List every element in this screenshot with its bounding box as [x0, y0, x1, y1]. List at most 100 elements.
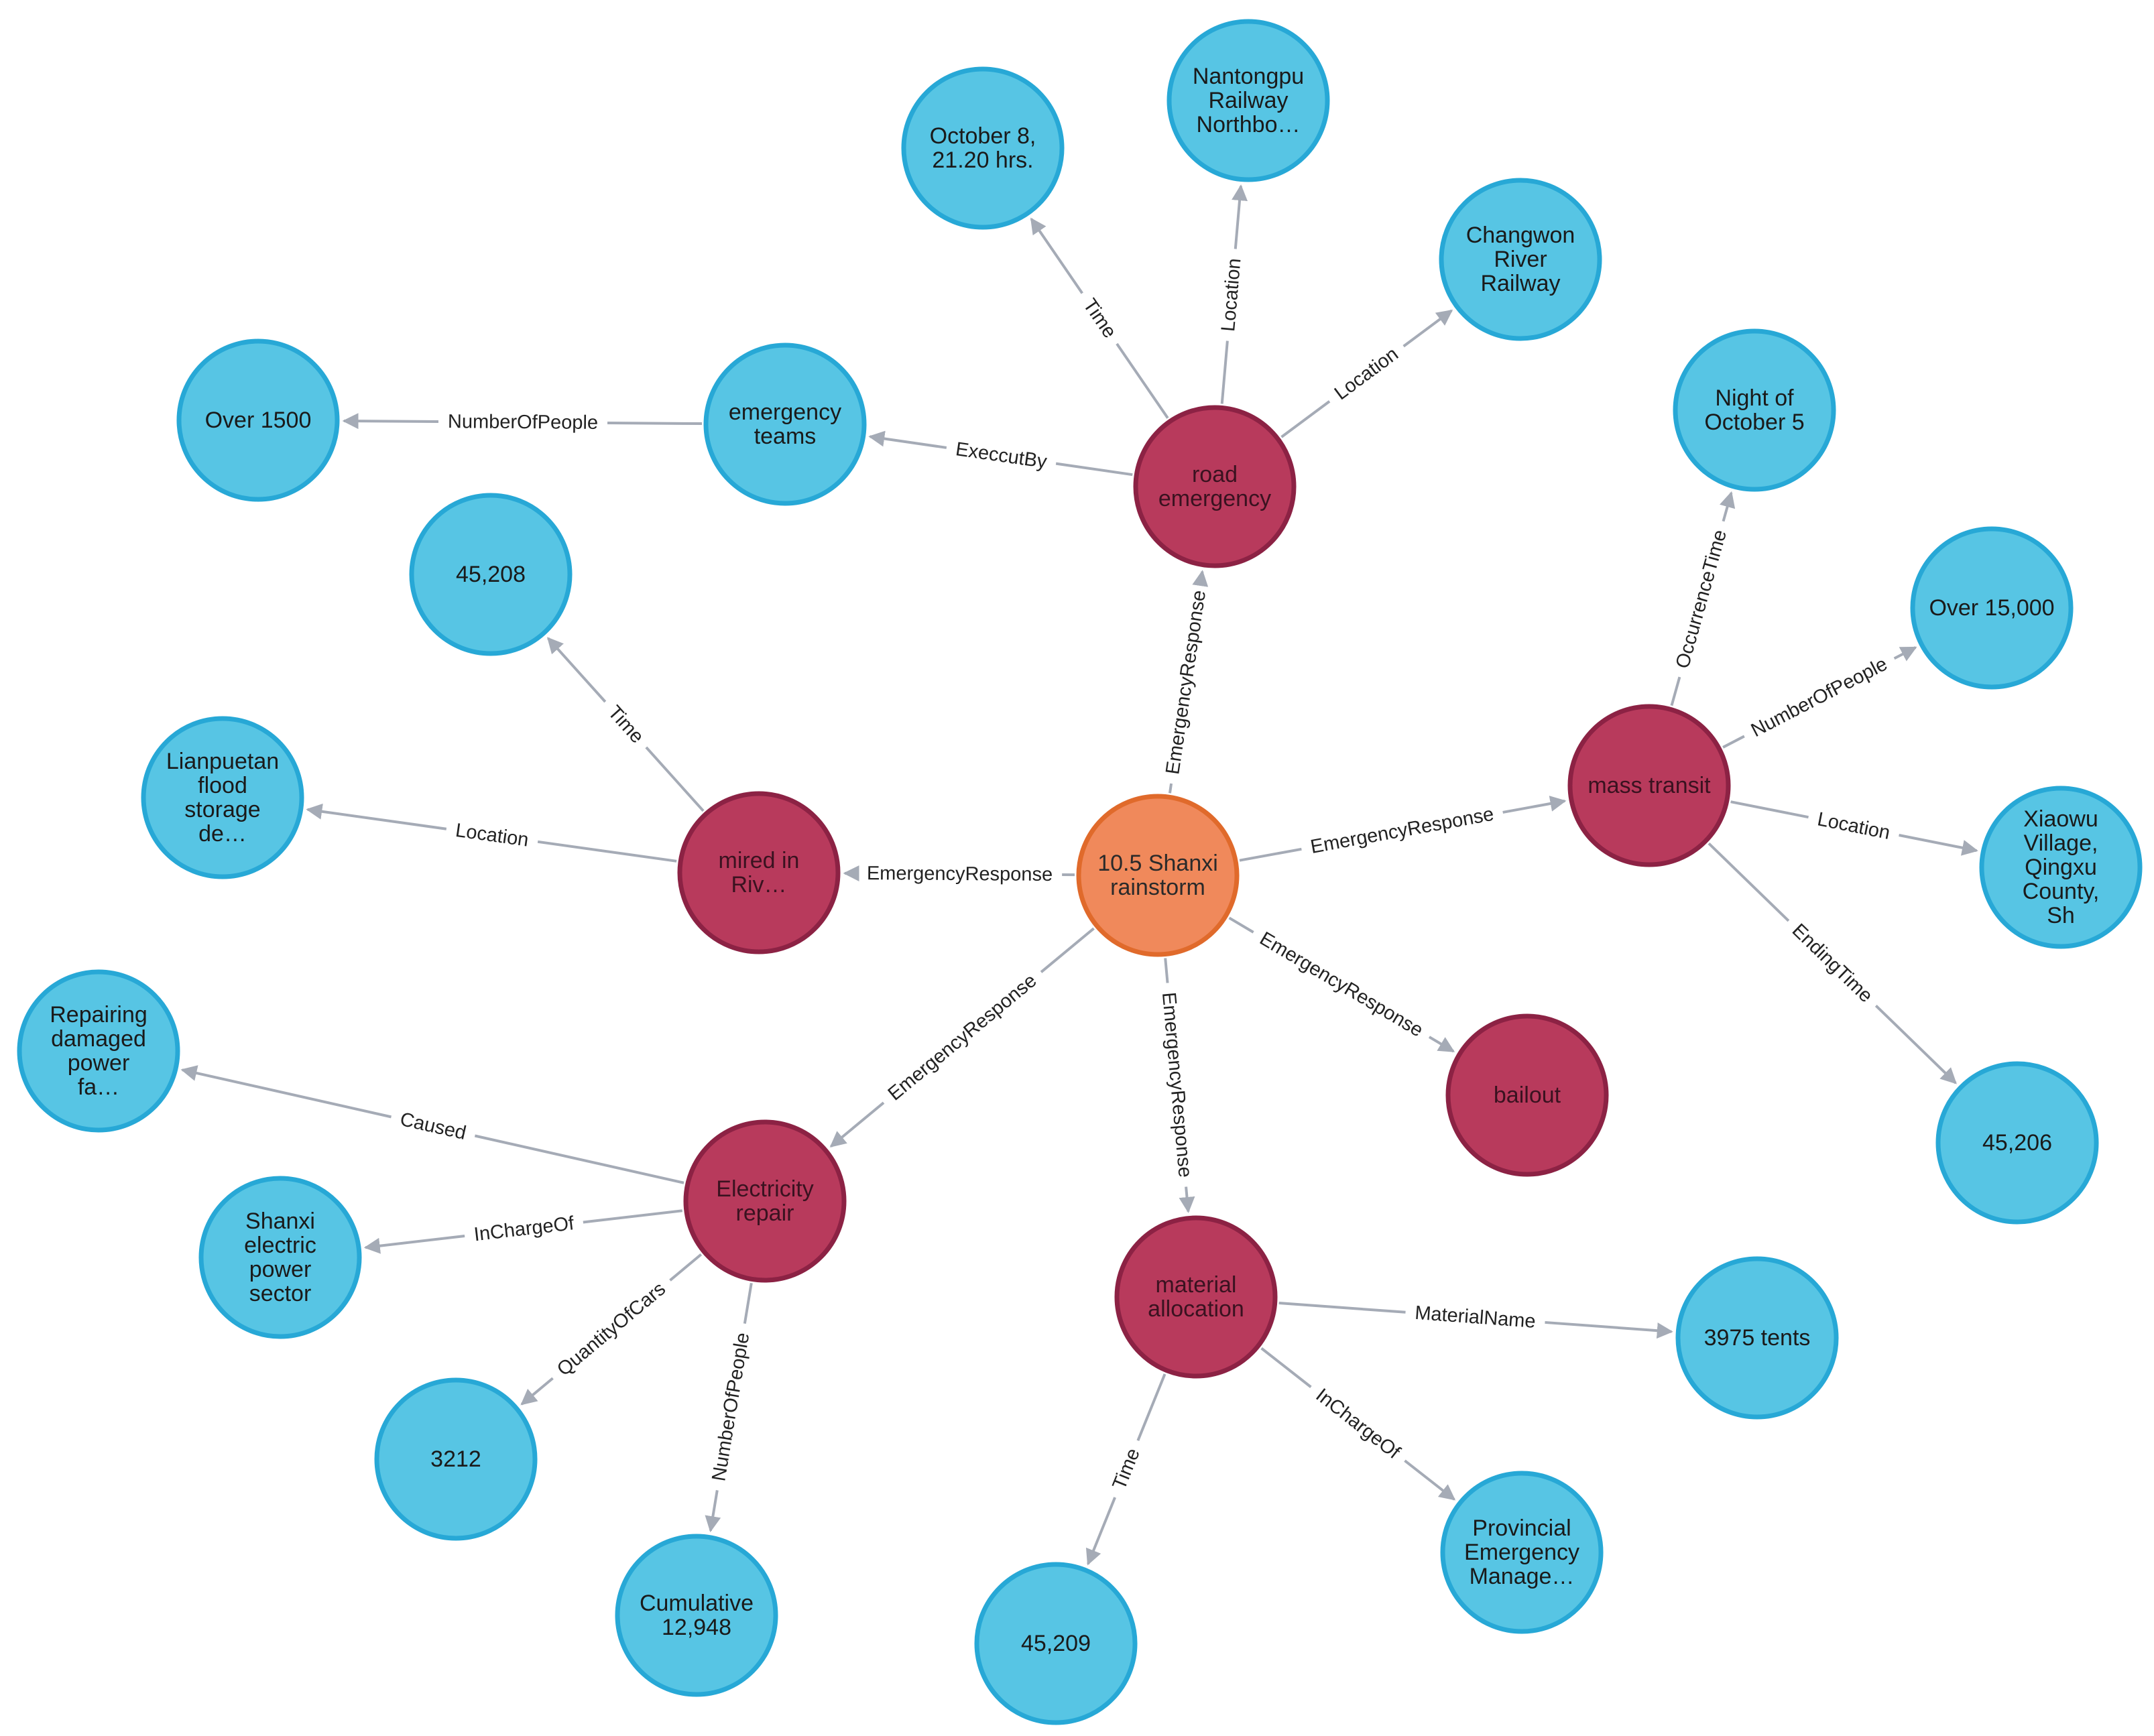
node-label-line: Night of: [1715, 385, 1794, 411]
edge-line-end: [1232, 184, 1248, 249]
node-label-line: Provincial: [1472, 1515, 1571, 1541]
edge-line-end: [306, 803, 447, 830]
node-repairing[interactable]: Repairingdamagedpowerfa…: [17, 969, 180, 1133]
edge-line-start: [743, 1283, 753, 1324]
edge-label-emergencyresponse: EmergencyResponse: [884, 970, 1041, 1105]
node-label-line: damaged: [51, 1026, 146, 1052]
node-label-line: rainstorm: [1110, 875, 1205, 900]
edge-line-start: [1136, 1373, 1166, 1442]
edge-line-start: [583, 1209, 683, 1224]
edge-line-start: [1228, 916, 1254, 934]
edge-label-inchargeof: InChargeOf: [473, 1213, 576, 1245]
edge-mass-over15000: NumberOfPeople: [1722, 646, 1917, 749]
edge-road-oct8: Time: [1030, 217, 1169, 419]
edge-line-end: [1085, 1497, 1116, 1566]
node-circle-attribute: [1935, 1061, 2099, 1225]
node-over15000[interactable]: Over 15,000: [1910, 526, 2074, 690]
node-mired[interactable]: mired inRiv…: [677, 791, 841, 954]
node-label-line: Nantongpu: [1193, 64, 1304, 89]
node-label-line: 21.20 hrs.: [932, 147, 1033, 173]
node-label-line: Northbo…: [1197, 112, 1301, 137]
node-n3212[interactable]: 3212: [374, 1377, 538, 1541]
edge-label-emergencyresponse: EmergencyResponse: [1256, 928, 1427, 1041]
edge-label-time: Time: [1109, 1445, 1144, 1493]
node-label-line: Electricity: [716, 1176, 813, 1202]
edge-elec-repairing: Caused: [180, 1065, 684, 1184]
edge-center-elec: EmergencyResponse: [829, 927, 1095, 1148]
node-label-line: 45,209: [1021, 1631, 1091, 1656]
node-label-line: Over 1500: [205, 408, 312, 433]
edge-road-teams: ExeccutBy: [868, 430, 1133, 477]
node-nantong[interactable]: NantongpuRailwayNorthbo…: [1166, 19, 1330, 182]
edge-center-road: EmergencyResponse: [1162, 570, 1210, 794]
edge-label-emergencyresponse: EmergencyResponse: [1158, 991, 1196, 1178]
edge-line-start: [1239, 847, 1302, 862]
node-n45208[interactable]: 45,208: [409, 493, 573, 656]
node-circle-attribute: [198, 1176, 362, 1339]
node-over1500[interactable]: Over 1500: [176, 338, 340, 502]
node-label-line: Railway: [1208, 88, 1288, 113]
node-circle-attribute: [1439, 178, 1602, 341]
node-label-line: sector: [249, 1281, 312, 1306]
edge-label-emergencyresponse: EmergencyResponse: [1162, 588, 1210, 776]
edge-line-start: [1708, 842, 1790, 922]
node-circle-attribute: [1910, 526, 2074, 690]
node-tents[interactable]: 3975 tents: [1675, 1256, 1839, 1420]
edge-label-location: Location: [454, 820, 530, 851]
node-label-line: County,: [2023, 879, 2100, 904]
edge-material-tents: MaterialName: [1278, 1302, 1673, 1339]
edge-road-changwon: Location: [1280, 309, 1453, 438]
node-label-line: Sh: [2047, 903, 2075, 928]
node-label-line: mired in: [719, 848, 800, 873]
node-n45206[interactable]: 45,206: [1935, 1061, 2099, 1225]
edge-teams-over1500: NumberOfPeople: [342, 411, 703, 434]
node-label-line: de…: [198, 821, 247, 847]
node-n45209[interactable]: 45,209: [974, 1562, 1138, 1725]
node-label-line: Manage…: [1470, 1564, 1575, 1589]
node-circle-attribute: [17, 969, 180, 1133]
edge-line-start: [1164, 958, 1169, 983]
node-circle-event: [1076, 794, 1240, 957]
edge-label-occurrencetime: OccurrenceTime: [1672, 528, 1731, 671]
edge-label-quantityofcars: QuantityOfCars: [553, 1278, 670, 1381]
edge-line-start: [1220, 340, 1229, 404]
node-circle-action: [1133, 405, 1297, 568]
node-provincial[interactable]: ProvincialEmergencyManage…: [1440, 1471, 1604, 1634]
edge-line-start: [669, 1253, 703, 1282]
node-circle-attribute: [409, 493, 573, 656]
edge-label-location: Location: [1331, 343, 1402, 404]
edge-label-emergencyresponse: EmergencyResponse: [1309, 804, 1496, 858]
node-label-line: Riv…: [731, 872, 786, 897]
node-lianpuetan[interactable]: Lianpuetanfloodstoragede…: [141, 716, 304, 879]
edge-line-end: [1720, 491, 1736, 522]
node-oct8[interactable]: October 8,21.20 hrs.: [901, 66, 1065, 230]
edge-line-end: [1402, 309, 1453, 348]
node-label-line: 10.5 Shanxi: [1097, 851, 1218, 876]
node-label-line: Changwon: [1466, 223, 1575, 248]
node-label-line: Shanxi: [245, 1208, 315, 1234]
node-label-line: 45,206: [1982, 1130, 2052, 1156]
node-mass[interactable]: mass transit: [1567, 704, 1731, 867]
node-bailout[interactable]: bailout: [1445, 1013, 1609, 1177]
edge-elec-cumul: NumberOfPeople: [705, 1283, 754, 1533]
edge-label-time: Time: [1079, 295, 1120, 342]
node-circle-attribute: [374, 1377, 538, 1541]
node-label-line: road: [1192, 462, 1238, 487]
node-label-line: October 8,: [930, 123, 1036, 149]
node-circle-action: [1445, 1013, 1609, 1177]
edge-line-start: [1040, 927, 1095, 973]
node-circle-attribute: [141, 716, 304, 879]
node-label-line: Lianpuetan: [166, 749, 279, 774]
node-label-line: Railway: [1480, 271, 1560, 296]
